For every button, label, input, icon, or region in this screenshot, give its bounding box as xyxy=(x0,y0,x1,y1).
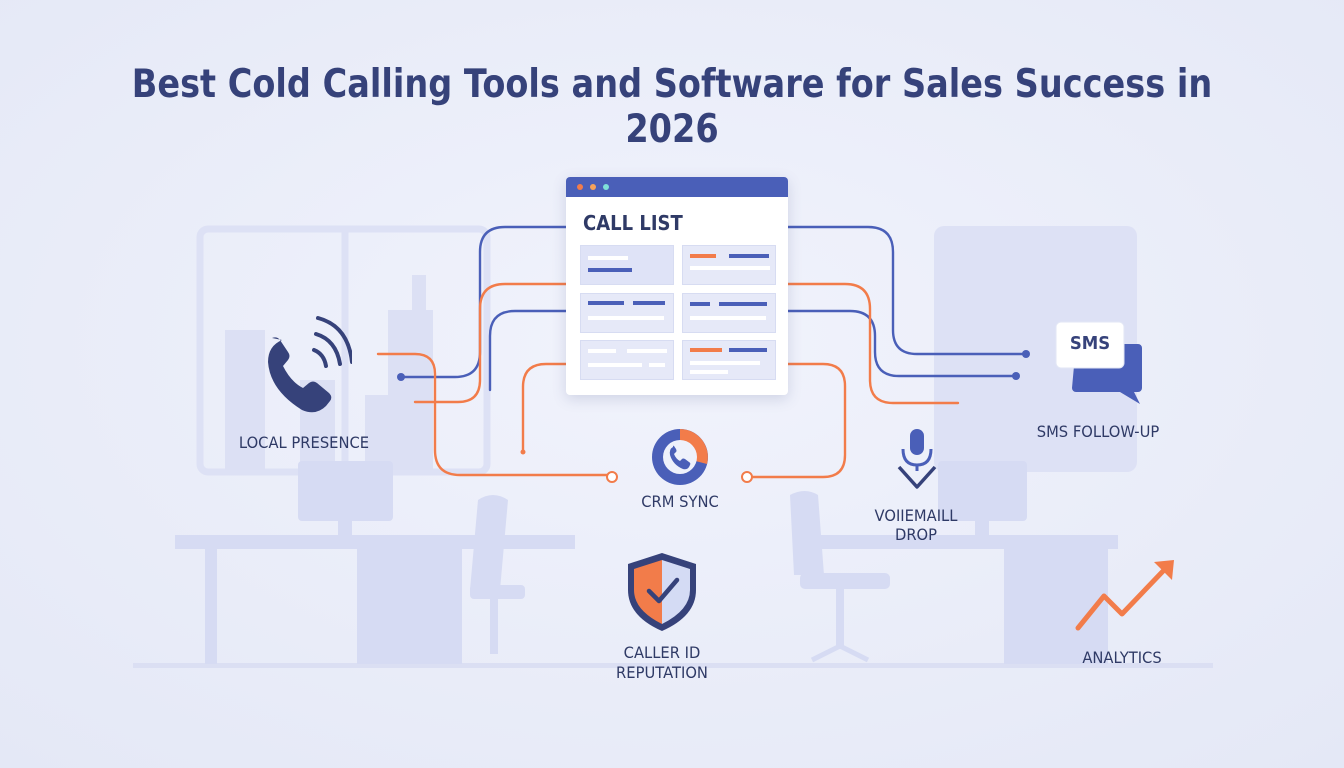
call-list-row xyxy=(682,340,776,380)
connector-orange-left-b xyxy=(413,282,568,404)
sms-bubble-text: SMS xyxy=(1069,333,1111,354)
floor-line xyxy=(133,663,1213,668)
connector-orange-right-b xyxy=(746,362,847,479)
microphone-icon xyxy=(897,429,937,489)
connector-blue-right-top xyxy=(786,225,1028,356)
call-list-row xyxy=(580,340,674,380)
connector-blue-right-mid xyxy=(786,309,1018,378)
analytics-label: ANALYTICS xyxy=(1082,648,1162,667)
caller-id-label-line1: CALLER ID xyxy=(623,643,701,662)
page-title: Best Cold Calling Tools and Software for… xyxy=(131,62,1213,152)
connector-blue-left-mid xyxy=(488,309,568,392)
connector-blue-left-top xyxy=(399,225,568,379)
connector-orange-right-a xyxy=(786,282,960,405)
sms-bubble-icon xyxy=(1055,321,1142,404)
call-list-card: CALL LIST xyxy=(566,177,788,395)
shield-check-icon xyxy=(628,553,696,631)
call-list-title: CALL LIST xyxy=(583,211,683,235)
call-list-row xyxy=(580,245,674,285)
call-list-row xyxy=(682,245,776,285)
card-title-bar xyxy=(566,177,788,197)
crm-sync-label: CRM SYNC xyxy=(641,492,719,511)
sms-follow-up-label: SMS FOLLOW-UP xyxy=(1036,422,1160,441)
connector-orange-left-c xyxy=(521,362,568,454)
desk-left xyxy=(175,461,575,664)
connector-orange-left-a xyxy=(376,352,612,477)
voicemail-drop-label-line2: DROP xyxy=(894,525,938,544)
crm-pie-phone-icon xyxy=(652,429,708,485)
city-skyline xyxy=(225,275,433,470)
call-list-row xyxy=(580,293,674,333)
window-dot-orange xyxy=(590,184,596,190)
call-list-row xyxy=(682,293,776,333)
trend-arrow-icon xyxy=(1075,560,1174,631)
phone-icon xyxy=(268,316,352,413)
board-right xyxy=(934,226,1137,472)
desk-right xyxy=(790,461,1118,664)
window-dot-red xyxy=(577,184,583,190)
caller-id-label-line2: REPUTATION xyxy=(616,663,708,682)
local-presence-label: LOCAL PRESENCE xyxy=(238,433,370,452)
window-dot-teal xyxy=(603,184,609,190)
voicemail-drop-label-line1: VOIIEMAILL xyxy=(874,506,958,525)
